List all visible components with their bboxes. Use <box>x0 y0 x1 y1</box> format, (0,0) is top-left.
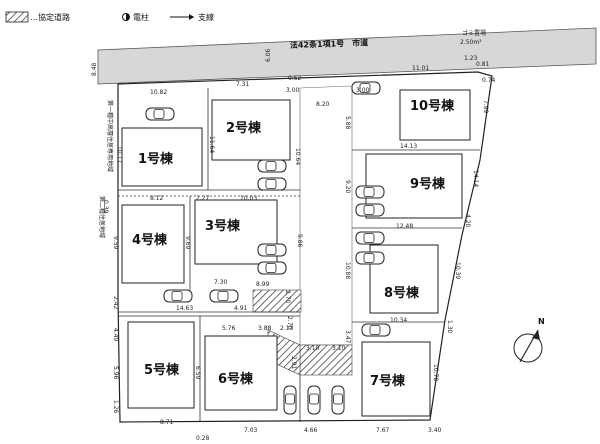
dim: 10.39 <box>454 262 461 279</box>
dim: 9.86 <box>296 234 303 248</box>
dim: 0.81 <box>476 61 490 68</box>
dim: 7.03 <box>244 427 258 434</box>
dim: 12.48 <box>396 223 413 230</box>
dim: 0.28 <box>196 435 210 442</box>
dimension-labels: 10.82 7.31 0.52 3.00 8.20 3.00 11.01 1.2… <box>102 55 496 442</box>
dim: 4.91 <box>234 305 248 312</box>
dim: 0.52 <box>288 75 302 82</box>
public-road <box>97 27 597 85</box>
dim: 3.47 <box>344 330 351 344</box>
legend-agreed-road: …協定道路 <box>30 12 70 22</box>
agreed-road-b <box>299 344 353 376</box>
dim: 7.99 <box>482 100 489 114</box>
house-2 <box>211 99 291 161</box>
dim: 0.39 <box>102 200 109 214</box>
house-1 <box>121 127 203 187</box>
dim: 4.20 <box>464 214 471 228</box>
dim: 7.31 <box>236 81 250 88</box>
road-width-mid: 6.06 <box>265 48 272 62</box>
house-label-7: 7号棟 <box>370 373 406 389</box>
dim: 2.27 <box>196 195 210 202</box>
dim: 2.91 <box>290 356 297 370</box>
dim: 10.34 <box>390 317 407 324</box>
dim: 9.20 <box>344 180 351 194</box>
house-label-8: 8号棟 <box>384 285 420 301</box>
legend-branch-line: 支線 <box>198 12 214 22</box>
house-label-2: 2号棟 <box>226 120 262 136</box>
dim: 6.59 <box>194 366 201 380</box>
dim: 7.67 <box>376 427 390 434</box>
dim: 1.23 <box>464 55 478 62</box>
dim: 8.71 <box>160 419 174 426</box>
house-footprints <box>121 89 471 417</box>
house-4 <box>121 204 185 284</box>
house-label-6: 6号棟 <box>218 371 254 387</box>
dim: 3.00 <box>356 87 370 94</box>
dim: 10.17 <box>116 146 123 163</box>
house-5 <box>127 321 195 409</box>
dim: 3.10 <box>332 345 346 352</box>
dim: 1.30 <box>446 320 453 334</box>
dim: 8.12 <box>150 195 164 202</box>
dim: 7.30 <box>214 279 228 286</box>
house-label-5: 5号棟 <box>144 362 180 378</box>
agreed-road-a <box>252 289 302 313</box>
dim: 5.76 <box>222 325 236 332</box>
dim: 14.63 <box>176 305 193 312</box>
house-7 <box>361 341 431 417</box>
legend-pole: 電柱 <box>133 12 149 22</box>
dim: 10.64 <box>294 148 301 165</box>
house-label-3: 3号棟 <box>205 218 241 234</box>
dim: 10.78 <box>432 364 439 381</box>
dim: 3.00 <box>286 87 300 94</box>
legend-hatch-swatch <box>5 11 29 23</box>
dim: 14.14 <box>472 170 479 187</box>
house-label-1: 1号棟 <box>138 151 174 167</box>
dim: 10.03 <box>240 195 257 202</box>
north-label: N <box>538 317 545 326</box>
dim: 1.26 <box>112 400 119 414</box>
north-arrow: N <box>513 317 545 363</box>
garbage-area-size: 2.50m² <box>460 39 482 46</box>
road-name: 法42条1項1号 市道 <box>290 37 369 50</box>
dim: 9.69 <box>184 236 191 250</box>
dim: 3.10 <box>306 345 320 352</box>
dim: 2.42 <box>112 296 119 310</box>
dim: 3.88 <box>258 325 272 332</box>
dim: 9.59 <box>112 236 119 250</box>
dim: 5.88 <box>344 116 351 130</box>
dim: 8.99 <box>256 281 270 288</box>
dim: 2.13 <box>280 325 294 332</box>
dim: 0.74 <box>482 77 496 84</box>
dim: 3.40 <box>428 427 442 434</box>
zoning-note-2: 第二種住居地域 <box>98 196 106 238</box>
house-label-4: 4号棟 <box>132 232 168 248</box>
dim: 11.64 <box>208 136 215 153</box>
house-label-9: 9号棟 <box>410 176 446 192</box>
dim: 2.70 <box>286 316 293 330</box>
dim: 4.49 <box>112 328 119 342</box>
dim: 10.88 <box>344 262 351 279</box>
dim: 14.13 <box>400 143 417 150</box>
legend: …協定道路 電柱 支線 <box>5 11 214 23</box>
dim: 2.70 <box>284 290 291 304</box>
house-10 <box>399 89 471 141</box>
dim: 11.01 <box>412 65 429 72</box>
dim: 5.96 <box>112 366 119 380</box>
garbage-area-label: ゴミ置場 <box>462 29 486 37</box>
dim: 4.66 <box>304 427 318 434</box>
road-width-left: 8.48 <box>91 62 98 76</box>
house-6 <box>204 335 278 411</box>
lot-lines <box>118 88 480 422</box>
dim: 8.20 <box>316 101 330 108</box>
house-label-10: 10号棟 <box>410 98 455 114</box>
dim: 10.82 <box>150 89 167 96</box>
zoning-note-1: 第一種中高層住居専用地域 <box>106 100 114 172</box>
